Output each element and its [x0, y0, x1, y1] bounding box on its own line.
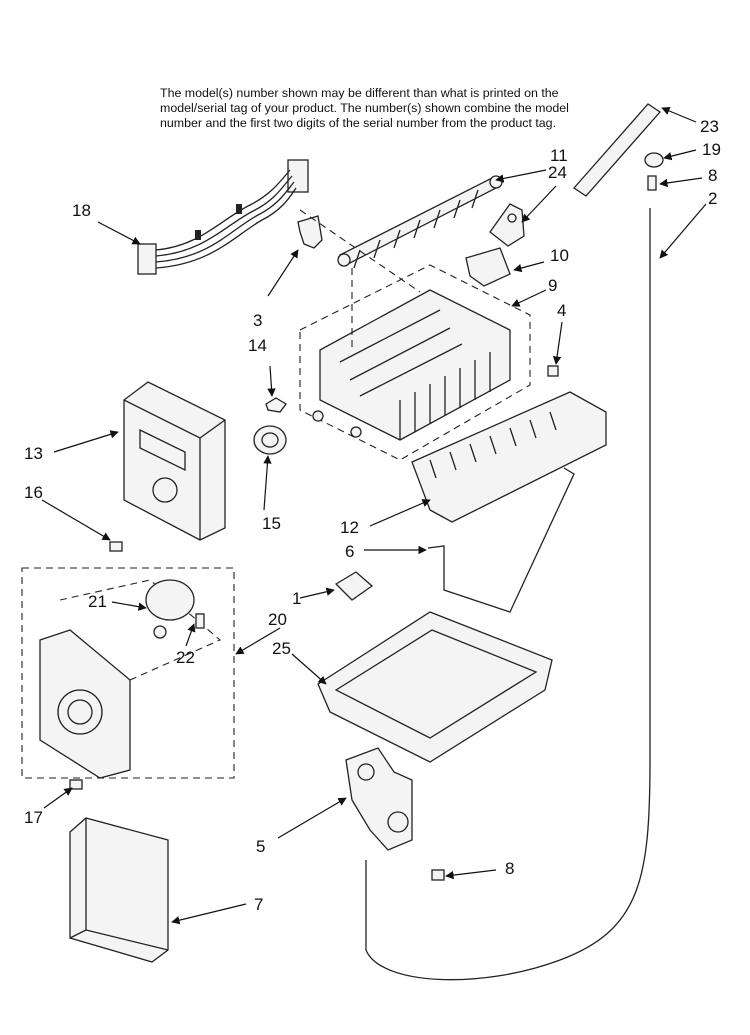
- callout-17: 17: [24, 808, 43, 827]
- callout-9: 9: [548, 276, 557, 295]
- callout-18: 18: [72, 201, 91, 220]
- wire-clip-part: [265, 397, 287, 413]
- insulation-cover-part: [69, 817, 169, 963]
- callout-3: 3: [253, 311, 262, 330]
- callout-11: 11: [550, 146, 568, 165]
- callout-15: 15: [262, 514, 281, 533]
- bracket-plate-part: [334, 571, 374, 601]
- ice-maker-assembly: [299, 264, 531, 461]
- callout-1: 1: [292, 589, 301, 608]
- fill-tube-part: [573, 103, 664, 197]
- note-line-1: The model(s) number shown may be differe…: [160, 86, 559, 100]
- callout-8-lower: 8: [505, 859, 514, 878]
- leader-lines: [41, 106, 707, 925]
- mold-cover-part: [411, 391, 607, 523]
- callout-5: 5: [256, 837, 265, 856]
- callout-20: 20: [268, 610, 287, 629]
- wire-harness-part: [137, 159, 309, 275]
- callout-21: 21: [88, 592, 107, 611]
- screw-part: [69, 541, 123, 790]
- callout-25: 25: [272, 639, 291, 658]
- callout-8-upper: 8: [708, 166, 717, 185]
- bracket-part: [465, 203, 525, 287]
- clip-part: [297, 215, 323, 249]
- callout-23: 23: [700, 117, 719, 136]
- model-number-note: The model(s) number shown may be differe…: [160, 86, 620, 131]
- control-housing-part: [123, 381, 226, 541]
- ice-bin-part: [317, 611, 553, 763]
- shutoff-arm-part: [427, 467, 575, 613]
- callout-24: 24: [548, 163, 567, 182]
- water-tube-part: [365, 208, 651, 981]
- drive-motor-assembly: [21, 567, 235, 779]
- callout-12: 12: [340, 518, 359, 537]
- callout-19: 19: [702, 140, 721, 159]
- note-line-3: number and the first two digits of the s…: [160, 116, 557, 130]
- callout-14: 14: [248, 336, 267, 355]
- water-valve-part: [345, 747, 413, 851]
- callout-2: 2: [708, 189, 717, 208]
- callout-4: 4: [557, 301, 566, 320]
- callout-6: 6: [345, 542, 354, 561]
- screw-part: [547, 365, 559, 377]
- callout-10: 10: [550, 246, 569, 265]
- thermostat-part: [253, 425, 287, 455]
- callout-16: 16: [24, 483, 43, 502]
- note-line-2: model/serial tag of your product. The nu…: [160, 101, 569, 115]
- callout-22: 22: [176, 648, 195, 667]
- callout-13: 13: [24, 444, 43, 463]
- callout-7: 7: [254, 895, 263, 914]
- screw-part: [431, 869, 445, 881]
